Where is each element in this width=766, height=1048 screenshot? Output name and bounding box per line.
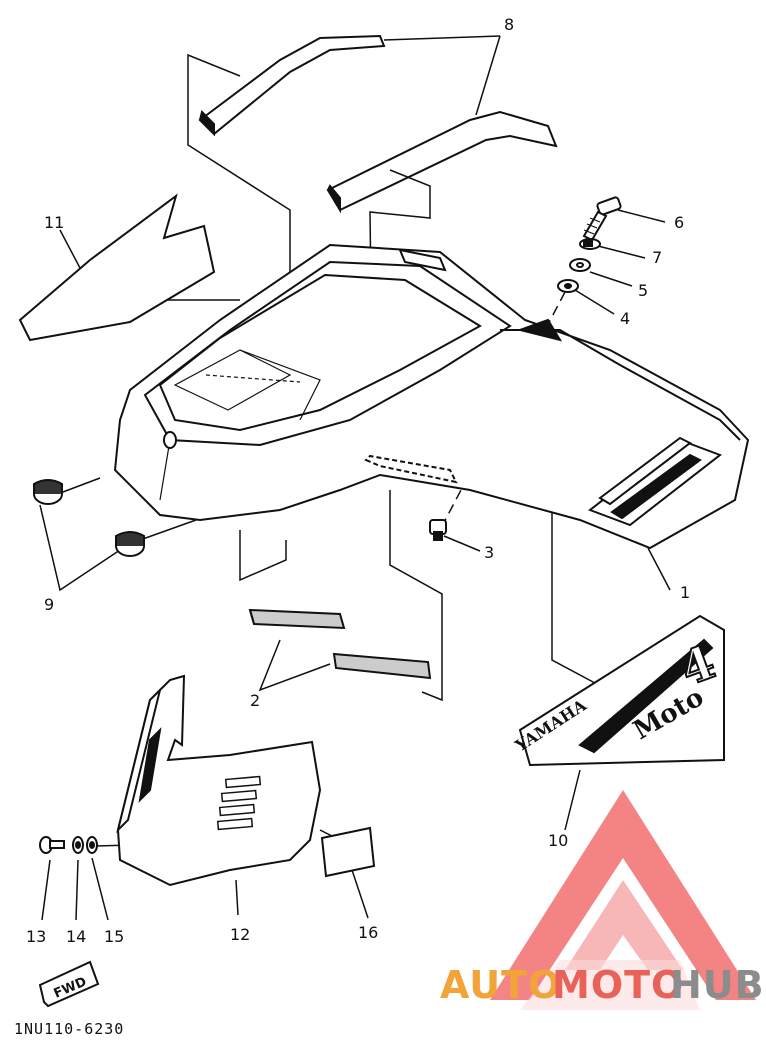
watermark-hub: HUB	[670, 963, 765, 1007]
seal-strip-right	[326, 110, 558, 214]
watermark-logo-icon	[490, 790, 756, 1010]
washer-7-icon	[579, 238, 601, 250]
callout-15: 15	[104, 927, 124, 946]
front-cover	[116, 674, 322, 887]
callout-numbers: 1 2 3 4 5 6 7 8 9 10 11 12 13 14 15 16	[26, 15, 690, 946]
watermark-auto: AUTO	[440, 963, 561, 1007]
screw-13-icon	[39, 836, 65, 854]
washer-14-icon	[72, 836, 84, 854]
diagram-code: 1NU110-6230	[14, 1020, 124, 1038]
seal-strip-left	[198, 34, 386, 137]
callout-9: 9	[44, 595, 54, 614]
callout-11: 11	[44, 213, 64, 232]
damper-9-upper-icon	[33, 479, 63, 505]
callout-8: 8	[504, 15, 514, 34]
callout-2: 2	[250, 691, 260, 710]
callout-4: 4	[620, 309, 630, 328]
seal-2-lower-icon	[332, 652, 432, 680]
plug-3-icon	[429, 519, 447, 541]
fwd-arrow-icon: FWD	[38, 960, 100, 1008]
seal-2-upper-icon	[248, 608, 346, 630]
callout-10: 10	[548, 831, 568, 850]
callout-14: 14	[66, 927, 86, 946]
top-cover	[113, 243, 750, 550]
callout-1: 1	[680, 583, 690, 602]
nut-15-icon	[86, 836, 98, 854]
grommet-4-icon	[557, 279, 579, 293]
callout-7: 7	[652, 248, 662, 267]
callout-16: 16	[358, 923, 378, 942]
damper-9-lower-icon	[115, 531, 145, 557]
decal-11	[18, 193, 216, 342]
callout-5: 5	[638, 281, 648, 300]
callout-12: 12	[230, 925, 250, 944]
callout-13: 13	[26, 927, 46, 946]
decal-10: YAMAHA Moto 4	[511, 614, 725, 767]
washer-5-icon	[569, 258, 591, 272]
watermark-moto: MOTO	[552, 963, 684, 1007]
watermark-text: AUTO MOTO HUB	[440, 963, 765, 1007]
label-16-icon	[320, 826, 376, 878]
bolt-6-icon	[582, 196, 622, 242]
callout-6: 6	[674, 213, 684, 232]
callout-3: 3	[484, 543, 494, 562]
